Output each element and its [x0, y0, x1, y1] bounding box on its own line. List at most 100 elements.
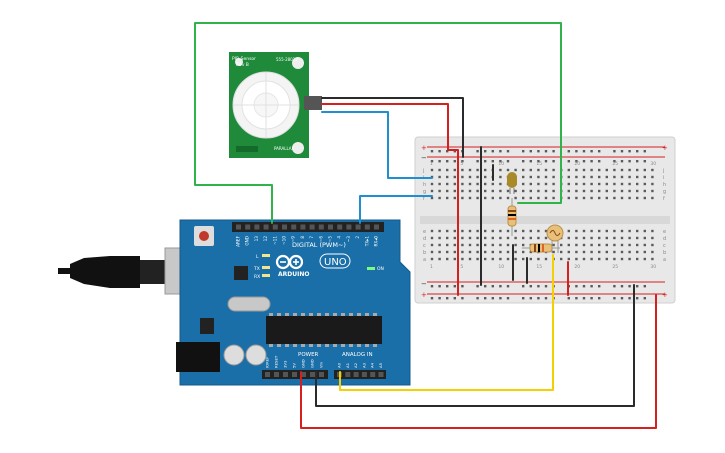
breadboard-hole[interactable] — [605, 250, 608, 254]
breadboard-hole[interactable] — [537, 236, 540, 240]
breadboard-hole[interactable] — [476, 182, 479, 186]
rail-hole[interactable] — [461, 297, 464, 300]
breadboard-hole[interactable] — [613, 182, 616, 186]
breadboard-hole[interactable] — [461, 175, 464, 179]
breadboard-hole[interactable] — [430, 196, 434, 200]
rail-hole[interactable] — [438, 297, 441, 300]
header-pin[interactable] — [374, 224, 379, 230]
breadboard-hole[interactable] — [613, 257, 616, 261]
header-pin[interactable] — [328, 224, 333, 230]
breadboard-hole[interactable] — [468, 250, 472, 254]
breadboard-hole[interactable] — [438, 189, 441, 193]
rail-hole[interactable] — [567, 297, 570, 300]
breadboard-hole[interactable] — [643, 182, 646, 186]
breadboard-hole[interactable] — [552, 250, 555, 254]
rail-hole[interactable] — [636, 150, 639, 153]
rail-hole[interactable] — [643, 160, 646, 163]
rail-hole[interactable] — [598, 160, 601, 163]
breadboard-hole[interactable] — [453, 182, 456, 186]
breadboard-hole[interactable] — [582, 168, 586, 172]
rail-hole[interactable] — [506, 150, 510, 153]
breadboard-hole[interactable] — [529, 250, 532, 254]
breadboard-hole[interactable] — [590, 182, 593, 186]
header-pin[interactable] — [300, 224, 306, 230]
breadboard-hole[interactable] — [438, 168, 441, 172]
header-pin[interactable] — [272, 224, 278, 230]
rail-hole[interactable] — [453, 160, 456, 163]
wire-black-gnd[interactable] — [315, 284, 635, 407]
breadboard-hole[interactable] — [514, 257, 517, 261]
breadboard-hole[interactable] — [605, 236, 608, 240]
breadboard-hole[interactable] — [613, 243, 616, 247]
breadboard-hole[interactable] — [575, 168, 578, 172]
rail-hole[interactable] — [544, 160, 548, 163]
breadboard-hole[interactable] — [636, 257, 639, 261]
breadboard-hole[interactable] — [484, 229, 487, 233]
breadboard-hole[interactable] — [484, 196, 487, 200]
breadboard-hole[interactable] — [575, 189, 578, 193]
wire-red-pir[interactable] — [321, 103, 459, 296]
digital-header[interactable] — [232, 222, 384, 232]
breadboard-hole[interactable] — [552, 196, 555, 200]
breadboard-hole[interactable] — [552, 175, 555, 179]
rail-hole[interactable] — [636, 285, 639, 288]
wire-red-5v[interactable] — [300, 294, 657, 429]
wire-green[interactable] — [194, 22, 562, 224]
photoresistor[interactable] — [546, 224, 564, 253]
breadboard-hole[interactable] — [598, 182, 601, 186]
breadboard-hole[interactable] — [529, 189, 532, 193]
breadboard-hole[interactable] — [552, 243, 555, 247]
breadboard-hole[interactable] — [468, 229, 472, 233]
breadboard-hole[interactable] — [590, 243, 593, 247]
rail-hole[interactable] — [537, 150, 540, 153]
breadboard-hole[interactable] — [430, 250, 434, 254]
rail-hole[interactable] — [499, 160, 502, 163]
breadboard-hole[interactable] — [438, 175, 441, 179]
breadboard-hole[interactable] — [506, 196, 510, 200]
breadboard-hole[interactable] — [552, 189, 555, 193]
rail-hole[interactable] — [537, 297, 540, 300]
breadboard-hole[interactable] — [476, 243, 479, 247]
rail-hole[interactable] — [529, 160, 532, 163]
rail-hole[interactable] — [620, 285, 624, 288]
rail-hole[interactable] — [446, 150, 449, 153]
rail-hole[interactable] — [476, 150, 479, 153]
breadboard-hole[interactable] — [628, 250, 631, 254]
rail-hole[interactable] — [590, 150, 593, 153]
breadboard-hole[interactable] — [575, 182, 578, 186]
rail-hole[interactable] — [628, 150, 631, 153]
rail-hole[interactable] — [430, 285, 434, 288]
breadboard-hole[interactable] — [620, 182, 624, 186]
breadboard-hole[interactable] — [529, 182, 532, 186]
breadboard-hole[interactable] — [620, 189, 624, 193]
breadboard-hole[interactable] — [605, 182, 608, 186]
power-pin[interactable] — [274, 372, 279, 377]
breadboard-hole[interactable] — [567, 196, 570, 200]
breadboard-hole[interactable] — [522, 250, 525, 254]
breadboard-hole[interactable] — [636, 196, 639, 200]
breadboard-hole[interactable] — [453, 250, 456, 254]
breadboard-hole[interactable] — [529, 196, 532, 200]
resistor-ldr[interactable] — [522, 243, 560, 253]
breadboard-hole[interactable] — [613, 175, 616, 179]
breadboard-hole[interactable] — [491, 236, 494, 240]
rail-hole[interactable] — [499, 150, 502, 153]
breadboard-hole[interactable] — [438, 243, 441, 247]
breadboard-hole[interactable] — [620, 250, 624, 254]
header-pin[interactable] — [245, 224, 251, 230]
rail-hole[interactable] — [484, 297, 487, 300]
power-pin[interactable] — [292, 372, 297, 377]
breadboard-hole[interactable] — [590, 257, 593, 261]
breadboard-hole[interactable] — [544, 189, 548, 193]
breadboard-hole[interactable] — [628, 182, 631, 186]
rail-hole[interactable] — [613, 160, 616, 163]
breadboard-hole[interactable] — [651, 257, 654, 261]
rail-hole[interactable] — [575, 297, 578, 300]
rail-hole[interactable] — [529, 285, 532, 288]
breadboard-hole[interactable] — [461, 236, 464, 240]
breadboard-hole[interactable] — [636, 182, 639, 186]
rail-hole[interactable] — [430, 160, 434, 163]
breadboard-hole[interactable] — [446, 243, 449, 247]
breadboard-hole[interactable] — [522, 257, 525, 261]
resistor-led[interactable] — [507, 198, 517, 236]
